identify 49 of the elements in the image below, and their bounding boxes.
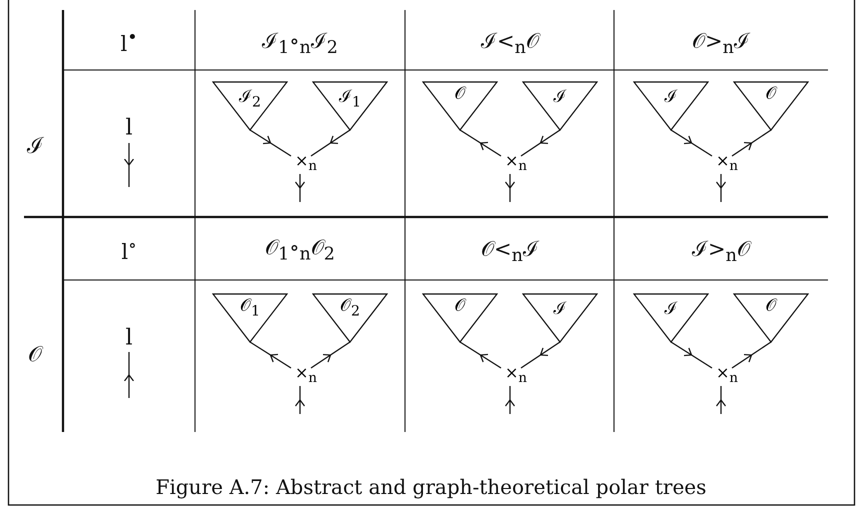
vertex-label: ×$_{n}$ — [504, 364, 528, 388]
arrow — [460, 342, 502, 368]
column-header: l$^{∘}$ — [121, 236, 137, 264]
arrow — [504, 386, 516, 414]
arrow — [732, 342, 772, 368]
arrow — [716, 174, 726, 202]
tree-label: 𝒪$_{1}$ — [240, 296, 260, 320]
arrow — [670, 130, 712, 156]
tree-label: ℐ — [664, 86, 678, 107]
leg-label: l — [125, 326, 133, 350]
arrow — [504, 174, 516, 202]
arrow — [670, 342, 712, 368]
arrow — [460, 130, 502, 156]
arrow — [310, 130, 350, 156]
row-header: 𝒪 — [28, 342, 42, 368]
vertex-label: ×$_{n}$ — [715, 364, 739, 388]
tree-label: 𝒪 — [454, 84, 466, 104]
tree-label: ℐ$_{2}$ — [239, 86, 261, 110]
arrow — [250, 130, 292, 156]
tree-label: 𝒪 — [454, 296, 466, 316]
tree-label: 𝒪 — [766, 296, 776, 316]
arrow — [716, 386, 726, 414]
column-header: 𝒪<$_{n}$ℐ — [481, 236, 539, 266]
arrow — [310, 342, 350, 368]
arrow — [294, 386, 306, 414]
leg-label: l — [125, 116, 133, 140]
arrow — [520, 342, 560, 368]
column-header: ℐ$_{1}$∘$_{n}$ℐ$_{2}$ — [262, 28, 338, 58]
column-header: ℐ>$_{n}$𝒪 — [692, 236, 750, 266]
tree-label: ℐ — [554, 298, 566, 319]
arrow — [250, 342, 292, 368]
arrow — [294, 174, 306, 202]
arrow — [520, 130, 560, 156]
tree-label: ℐ$_{1}$ — [339, 86, 361, 110]
tree-label: ℐ — [664, 298, 678, 319]
vertex-label: ×$_{n}$ — [504, 152, 528, 176]
figure-caption: Figure A.7: Abstract and graph-theoretical polar trees — [156, 475, 706, 499]
column-header: l$^{•}$ — [120, 28, 138, 56]
tree-label: 𝒪$_{2}$ — [340, 296, 360, 320]
column-header: 𝒪$_{1}$∘$_{n}$𝒪$_{2}$ — [265, 235, 335, 265]
vertex-label: ×$_{n}$ — [294, 364, 318, 388]
tree-label: 𝒪 — [766, 84, 776, 104]
arrow — [732, 130, 772, 156]
row-header: ℐ — [27, 133, 43, 159]
vertex-label: ×$_{n}$ — [294, 152, 318, 176]
column-header: ℐ<$_{n}$𝒪 — [481, 28, 539, 58]
vertex-label: ×$_{n}$ — [715, 152, 739, 176]
tree-label: ℐ — [554, 86, 566, 107]
column-header: 𝒪>$_{n}$ℐ — [692, 28, 750, 58]
